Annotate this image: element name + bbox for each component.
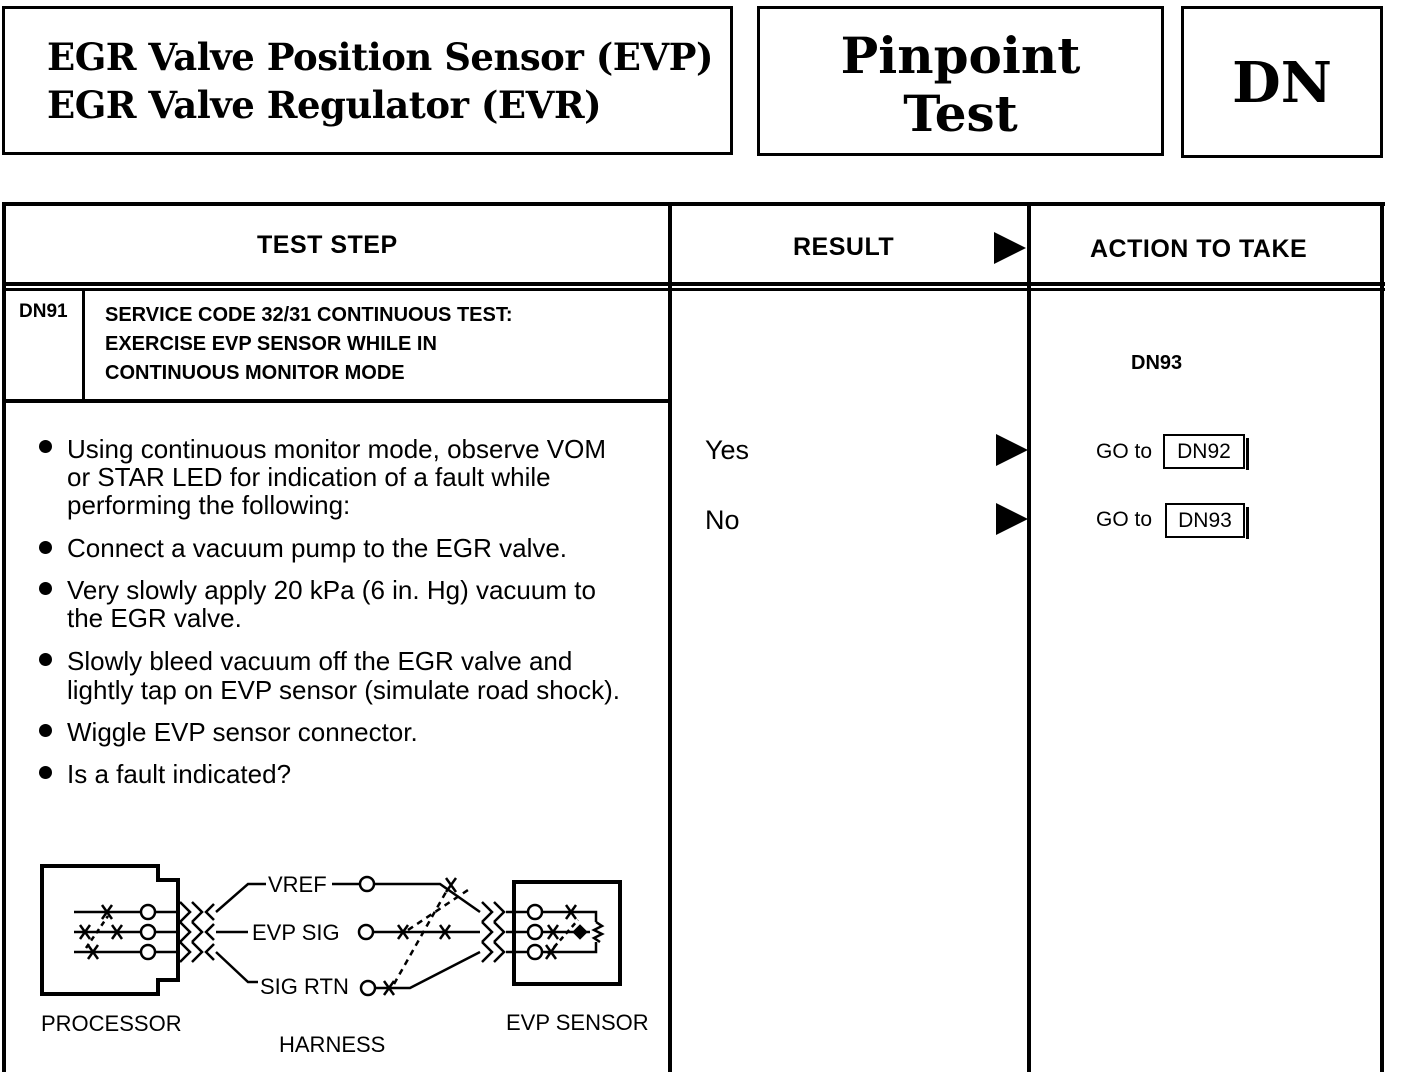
open-mark <box>438 924 452 940</box>
test-type-box: Pinpoint Test <box>757 6 1164 156</box>
instruction-1-line-3: performing the following: <box>67 490 351 520</box>
table-right-border <box>1380 202 1384 1072</box>
harness-wire-vref <box>215 882 266 913</box>
open-mark <box>110 924 124 940</box>
test-code: DN <box>1232 50 1332 116</box>
wire-label-evp-sig: EVP SIG <box>252 920 340 945</box>
step-id: DN91 <box>19 301 68 322</box>
short-path <box>84 915 110 949</box>
header-row-divider-1 <box>2 282 1385 286</box>
processor-pin <box>139 903 157 921</box>
short-path <box>547 919 579 955</box>
result-yes: Yes <box>705 435 750 465</box>
harness-pin <box>357 923 375 941</box>
action-goto-label: GO to <box>1096 440 1153 463</box>
wiper-icon <box>572 924 588 940</box>
wiring-diagram <box>40 864 622 997</box>
result-no: No <box>705 505 740 535</box>
connector-icon <box>481 941 506 963</box>
short-path <box>392 891 448 985</box>
open-mark <box>86 944 100 960</box>
bullet-icon <box>39 582 52 595</box>
sensor-resistor-icon <box>591 920 605 944</box>
step-title-line-3: CONTINUOUS MONITOR MODE <box>105 362 405 384</box>
processor-pin <box>139 943 157 961</box>
title-line-1: EGR Valve Position Sensor (EVP) <box>47 35 713 79</box>
table-top-border <box>2 202 1385 206</box>
sensor-pin <box>526 903 544 921</box>
test-type-line-1: Pinpoint <box>840 26 1081 85</box>
step-title-line-2: EXERCISE EVP SENSOR WHILE IN <box>105 333 437 355</box>
harness-label: HARNESS <box>279 1032 386 1057</box>
open-mark <box>546 924 560 940</box>
goto-dn92-link[interactable]: DN92 <box>1163 434 1249 470</box>
bullet-icon <box>39 653 52 666</box>
sensor-pin <box>526 923 544 941</box>
instruction-6-line-1: Is a fault indicated? <box>67 759 292 789</box>
test-type-line-2: Test <box>903 84 1018 143</box>
connector-icon <box>481 921 506 943</box>
harness-pin <box>359 979 377 997</box>
column-divider-1 <box>668 202 672 1072</box>
open-mark <box>564 904 578 920</box>
connector-icon <box>179 901 204 923</box>
instruction-5-line-1: Wiggle EVP sensor connector. <box>67 717 418 747</box>
connector-icon <box>481 901 506 923</box>
bullet-icon <box>39 766 52 779</box>
instruction-3-line-2: the EGR valve. <box>67 603 242 633</box>
result-arrow-icon <box>996 434 1028 466</box>
goto-dn93-link[interactable]: DN93 <box>1165 503 1249 539</box>
open-mark <box>382 980 396 996</box>
harness-wire-sig-rtn <box>215 951 258 984</box>
connector-icon <box>179 941 204 963</box>
instruction-4-line-2: lightly tap on EVP sensor (simulate road… <box>67 675 621 705</box>
column-header-result: RESULT <box>793 233 895 261</box>
instruction-2-line-1: Connect a vacuum pump to the EGR valve. <box>67 533 568 563</box>
header-row-divider-2 <box>2 288 1385 291</box>
harness-wire-vref <box>374 882 481 914</box>
evp-sensor-label: EVP SENSOR <box>506 1010 649 1035</box>
instruction-1-line-2: or STAR LED for indication of a fault wh… <box>67 462 551 492</box>
open-mark <box>396 924 410 940</box>
test-code-box: DN <box>1181 6 1383 158</box>
bullet-icon <box>39 724 52 737</box>
column-header-test-step: TEST STEP <box>257 231 398 259</box>
open-mark <box>100 904 114 920</box>
step-title-divider <box>2 399 672 403</box>
processor-label: PROCESSOR <box>41 1011 182 1036</box>
sensor-pin <box>526 943 544 961</box>
connector-icon <box>179 921 204 943</box>
bullet-icon <box>39 440 52 453</box>
instruction-1-line-1: Using continuous monitor mode, observe V… <box>67 434 607 464</box>
wire-label-vref: VREF <box>268 872 327 897</box>
action-goto-label: GO to <box>1096 508 1153 531</box>
processor-pin <box>139 923 157 941</box>
step-id-divider <box>82 288 85 402</box>
open-mark <box>78 924 92 940</box>
column-divider-2 <box>1027 202 1031 1072</box>
short-path <box>407 888 469 932</box>
column-header-action: ACTION TO TAKE <box>1090 235 1308 263</box>
result-arrow-icon <box>996 503 1028 535</box>
instruction-4-line-1: Slowly bleed vacuum off the EGR valve an… <box>67 646 573 676</box>
step-title-line-1: SERVICE CODE 32/31 CONTINUOUS TEST: <box>105 304 513 326</box>
side-reference: DN93 <box>1131 352 1183 374</box>
wire-label-sig-rtn: SIG RTN <box>260 974 349 999</box>
open-mark <box>444 877 458 893</box>
table-left-border <box>2 202 6 1072</box>
harness-wire-sig-rtn <box>375 950 481 990</box>
bullet-icon <box>39 541 52 554</box>
result-header-arrow-icon <box>994 232 1026 264</box>
harness-pin <box>358 875 376 893</box>
instruction-3-line-1: Very slowly apply 20 kPa (6 in. Hg) vacu… <box>67 575 596 605</box>
title-line-2: EGR Valve Regulator (EVR) <box>47 83 602 127</box>
title-box: EGR Valve Position Sensor (EVP) EGR Valv… <box>2 6 733 155</box>
connector-icon <box>204 903 215 961</box>
processor-block <box>40 864 180 996</box>
